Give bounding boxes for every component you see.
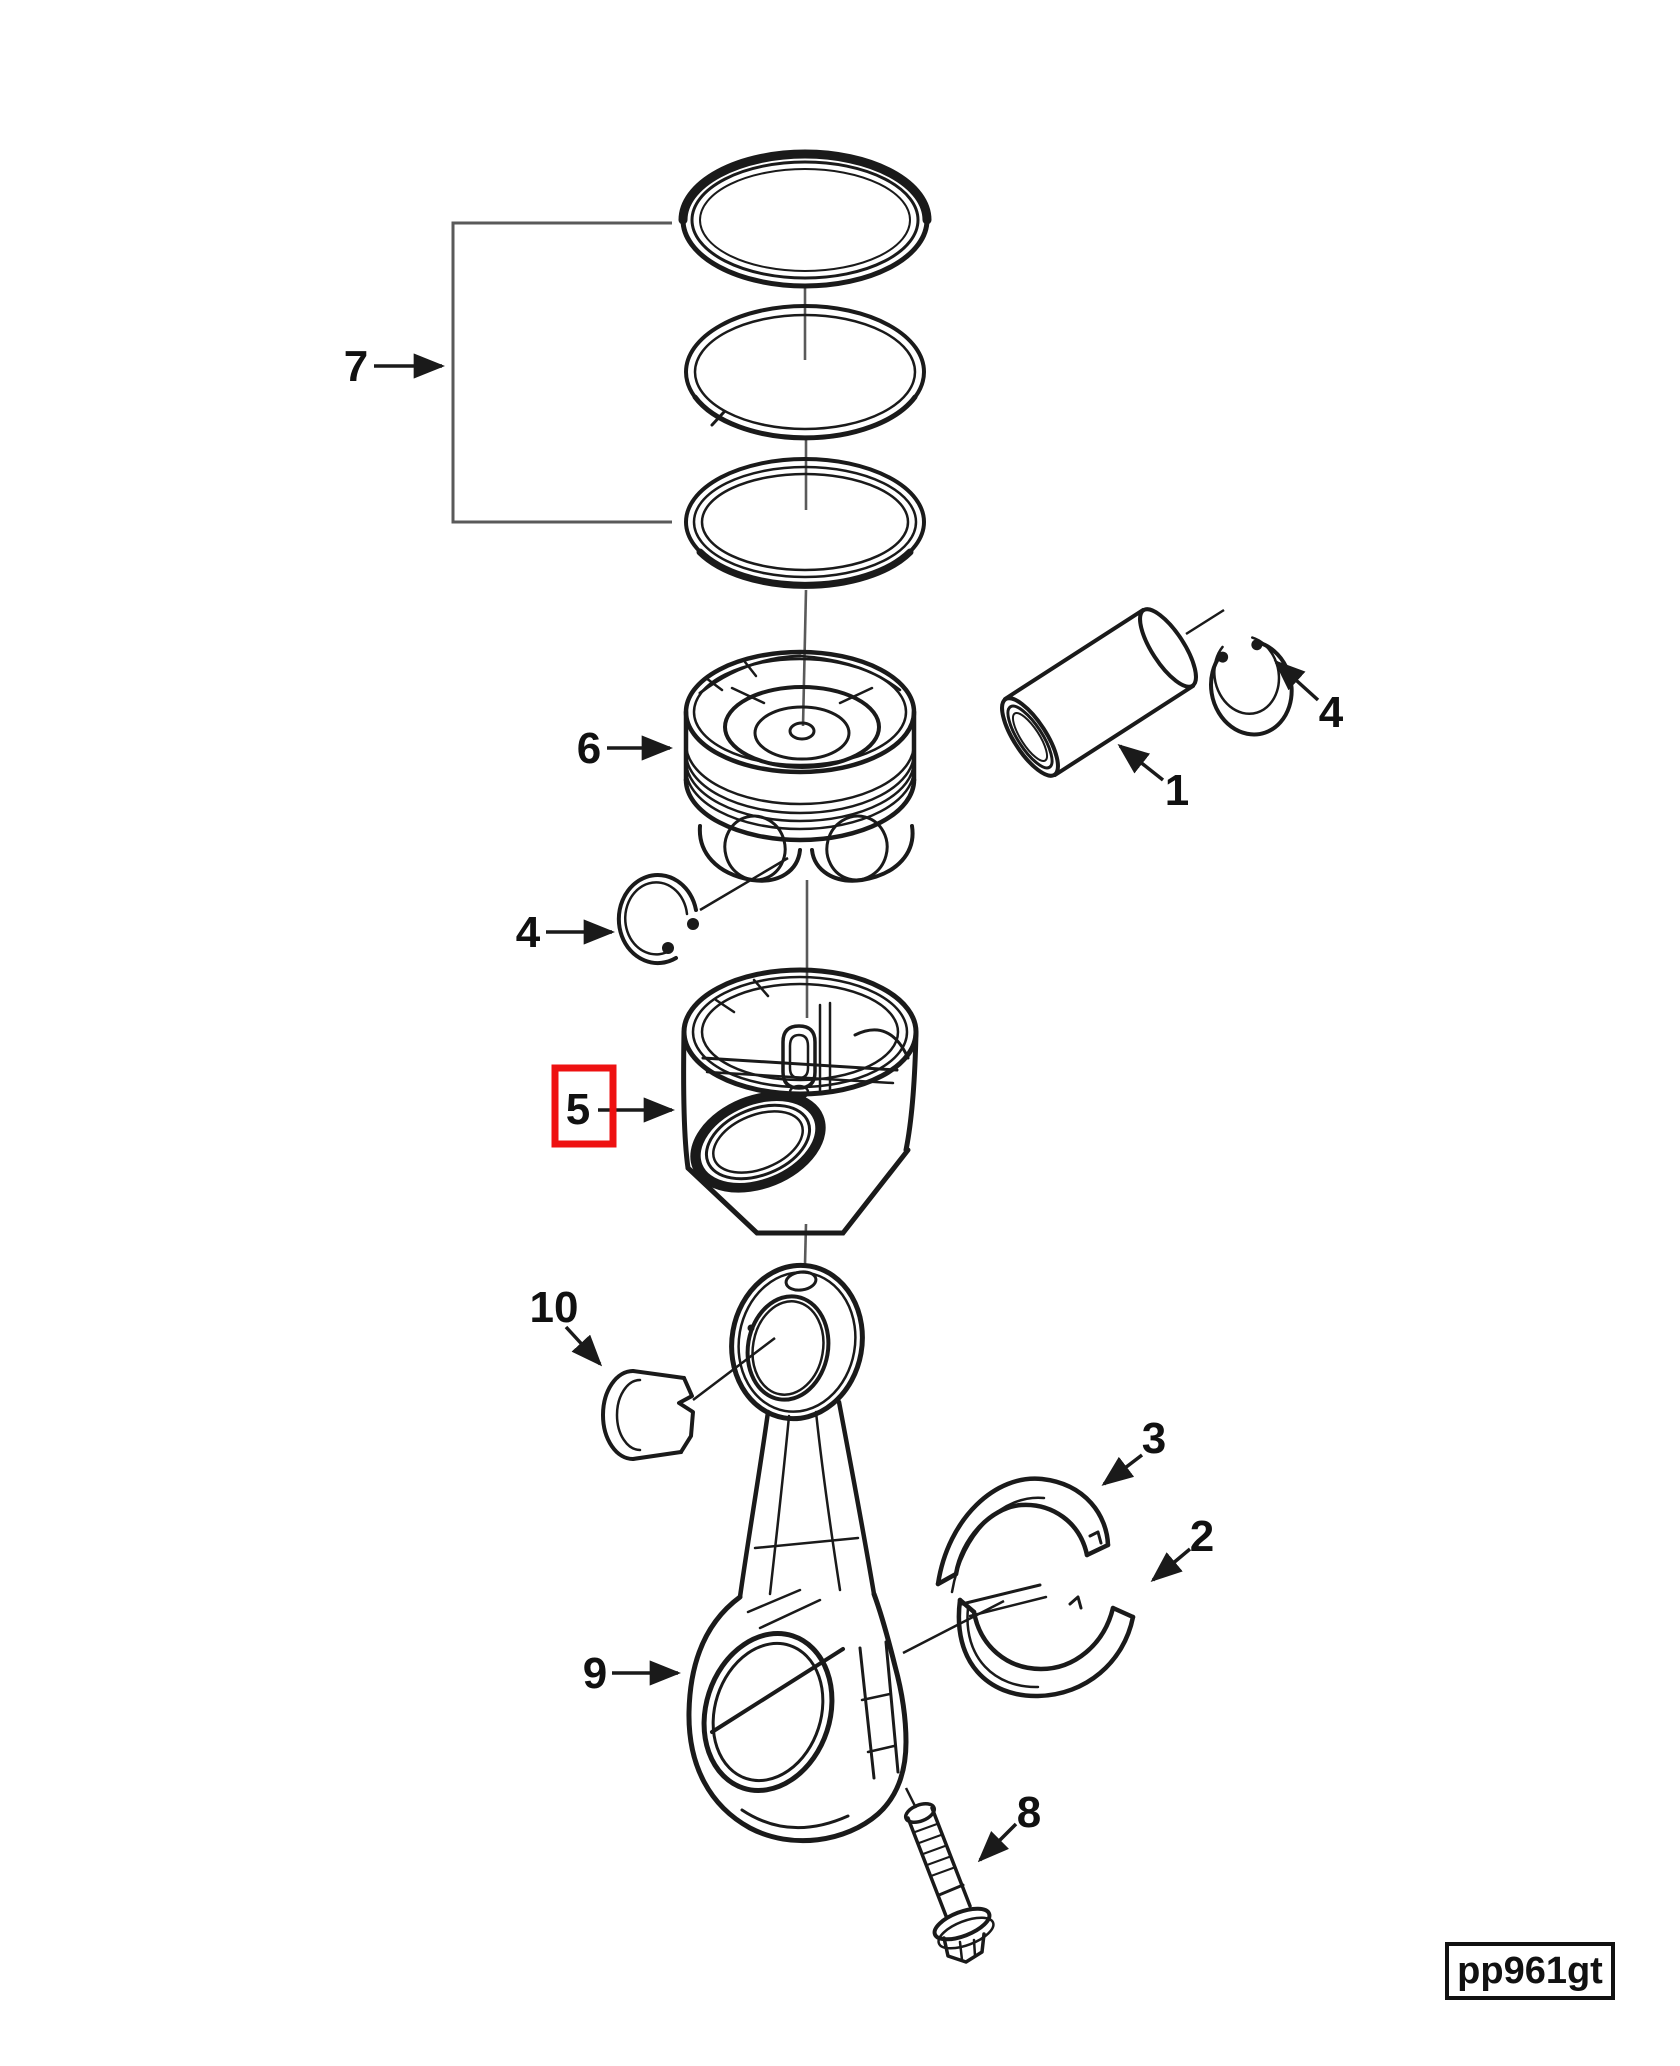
bearing-shell-upper: [935, 1476, 1111, 1594]
rod-cap-bolt: [903, 1802, 995, 1964]
figure-code-tag: pp961gt: [1445, 1942, 1615, 2000]
retaining-ring-right: [1209, 636, 1294, 737]
arrow-2: [1150, 1547, 1192, 1583]
callout-label-4-left: 4: [516, 908, 541, 957]
arrow-1: [1117, 744, 1165, 782]
figure-code-border: [1445, 1942, 1615, 2000]
arrow-3: [1101, 1453, 1144, 1486]
figure-code-text: pp961gt: [1457, 1950, 1603, 1992]
callout-label-6: 6: [577, 724, 601, 773]
rod-shank: [737, 1399, 877, 1600]
oil-control-ring: [684, 457, 926, 589]
arrow-10: [564, 1325, 603, 1367]
pin-bushing: [601, 1369, 695, 1461]
piston-crown: [683, 649, 917, 883]
rod-big-end: [686, 1588, 909, 1844]
arrow-8: [977, 1822, 1018, 1863]
callout-label-8: 8: [1017, 1788, 1041, 1837]
callout-label-1: 1: [1165, 766, 1189, 815]
bearing-shell-lower: [956, 1583, 1136, 1699]
callout-label-4-right: 4: [1319, 688, 1344, 737]
retaining-ring-left: [616, 873, 699, 966]
callout-label-9: 9: [583, 1649, 607, 1698]
callout-label-10: 10: [530, 1283, 579, 1332]
compression-ring-top: [678, 149, 932, 289]
callout-label-2: 2: [1190, 1512, 1214, 1561]
piston-ring-set: [678, 149, 932, 589]
callout-labels: 7 6 4 1 4 5 10 9 3 2 8: [344, 342, 1344, 1837]
callout-label-5: 5: [566, 1085, 590, 1134]
connecting-rod: [686, 1262, 909, 1844]
callout-label-3: 3: [1142, 1414, 1166, 1463]
piston-skirt: [681, 967, 919, 1236]
piston-pin: [1000, 607, 1198, 778]
callout-label-7: 7: [344, 342, 368, 391]
part-leader-lines: [692, 608, 1225, 1809]
arrow-4-right: [1273, 659, 1320, 702]
callout-arrows: [374, 353, 1320, 1863]
ring-set-bracket: [451, 221, 672, 524]
compression-ring-middle: [684, 304, 926, 441]
rod-small-end: [729, 1262, 865, 1422]
highlight-box-part-5: [551, 1064, 617, 1148]
